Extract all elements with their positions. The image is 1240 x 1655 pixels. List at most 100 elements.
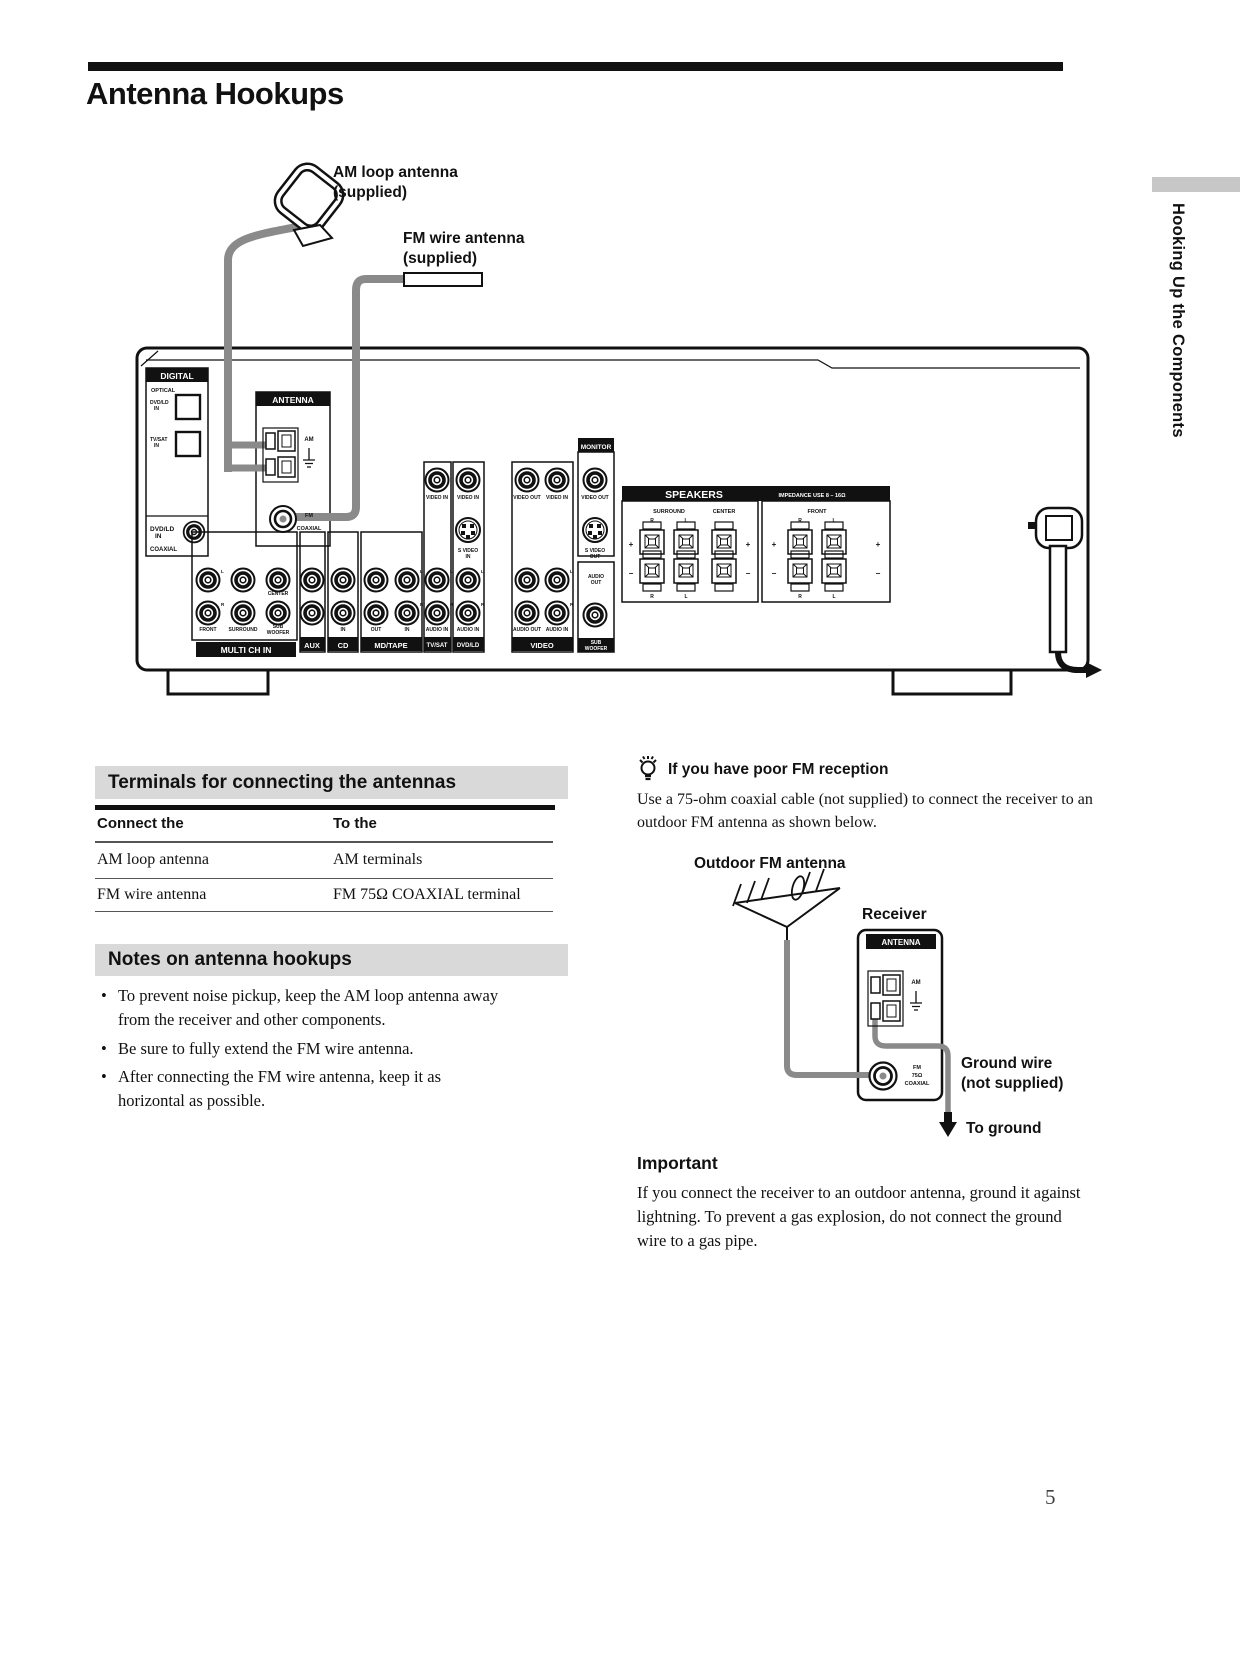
fm-cable xyxy=(290,275,404,521)
svg-text:CENTER: CENTER xyxy=(713,509,736,515)
svg-text:CD: CD xyxy=(338,641,349,650)
am-loop-antenna-label: AM loop antenna (supplied) xyxy=(333,164,458,201)
svg-text:−: − xyxy=(746,569,751,578)
svg-text:+: + xyxy=(746,540,751,549)
tip-header: If you have poor FM reception xyxy=(636,750,888,782)
bullet-icon: • xyxy=(101,986,107,1005)
svg-text:L: L xyxy=(450,569,453,574)
svg-text:IN: IN xyxy=(154,406,159,412)
svg-text:−: − xyxy=(772,569,777,578)
svg-text:R: R xyxy=(798,518,802,524)
outdoor-antenna-icon xyxy=(732,868,841,942)
svg-text:AUDIO IN: AUDIO IN xyxy=(457,627,480,633)
svg-text:R: R xyxy=(221,602,225,607)
outdoor-antenna-cable xyxy=(784,940,874,1078)
svg-text:VIDEO: VIDEO xyxy=(530,641,554,650)
svg-text:DVD/LD: DVD/LD xyxy=(457,643,480,649)
svg-text:L: L xyxy=(221,569,224,574)
svg-text:IN: IN xyxy=(466,554,471,560)
svg-text:−: − xyxy=(876,569,881,578)
svg-text:IN: IN xyxy=(405,627,410,633)
notes-section-title: Notes on antenna hookups xyxy=(108,949,352,970)
tip-title: If you have poor FM reception xyxy=(668,761,889,778)
important-title: Important xyxy=(637,1153,718,1173)
svg-text:ANTENNA: ANTENNA xyxy=(881,938,920,947)
svg-text:COAXIAL: COAXIAL xyxy=(297,526,322,532)
digital-label: DIGITAL xyxy=(160,371,193,381)
list-item: •To prevent noise pickup, keep the AM lo… xyxy=(101,984,513,1033)
svg-text:MD/TAPE: MD/TAPE xyxy=(374,641,407,650)
fm-wire-antenna-label: FM wire antenna (supplied) xyxy=(403,230,525,267)
svg-text:L: L xyxy=(420,569,423,574)
svg-text:R: R xyxy=(481,602,485,607)
table-row-connect: FM wire antenna xyxy=(97,886,207,903)
svg-text:−: − xyxy=(629,569,634,578)
optical-tvsat-jack xyxy=(174,430,202,458)
table-header-connect: Connect the xyxy=(97,815,184,832)
chapter-tab-bar xyxy=(1152,177,1240,192)
svg-text:S VIDEO: S VIDEO xyxy=(585,548,605,554)
svg-text:R: R xyxy=(650,594,654,600)
page-number: 5 xyxy=(1045,1485,1056,1509)
svg-text:VIDEO IN: VIDEO IN xyxy=(546,495,568,501)
am-cable xyxy=(224,222,303,472)
svg-text:FM: FM xyxy=(913,1065,921,1071)
svg-text:DVD/LD: DVD/LD xyxy=(150,526,175,533)
svg-text:+: + xyxy=(629,540,634,549)
terminals-section-header: Terminals for connecting the antennas xyxy=(95,766,568,799)
s-video-out-jack xyxy=(582,517,608,543)
bullet-icon: • xyxy=(101,1038,107,1058)
optical-dvdld-jack xyxy=(174,393,202,421)
speakers-label: SPEAKERS xyxy=(665,489,723,501)
receiver-label: Receiver xyxy=(862,906,927,923)
svg-text:SURROUND: SURROUND xyxy=(653,509,685,515)
svg-text:COAXIAL: COAXIAL xyxy=(905,1081,930,1087)
svg-text:AUDIO: AUDIO xyxy=(588,574,604,580)
svg-text:S VIDEO: S VIDEO xyxy=(458,548,478,554)
receiver-feet xyxy=(166,668,1013,696)
svg-text:AUDIO IN: AUDIO IN xyxy=(546,627,569,633)
svg-text:L: L xyxy=(832,594,835,600)
mini-receiver: ANTENNA AM FM 75Ω COAXIAL xyxy=(784,928,951,1112)
svg-text:OUT: OUT xyxy=(371,627,382,633)
am-terminal-block: AM xyxy=(262,427,316,483)
ground-wire-label: Ground wire (not supplied) xyxy=(961,1055,1064,1092)
svg-text:R: R xyxy=(798,594,802,600)
svg-text:CENTER: CENTER xyxy=(268,591,289,597)
svg-text:R: R xyxy=(420,602,424,607)
svg-text:R: R xyxy=(650,518,654,524)
terminals-section-title: Terminals for connecting the antennas xyxy=(108,771,457,793)
optical-label: OPTICAL xyxy=(151,388,176,394)
svg-text:SURROUND: SURROUND xyxy=(229,627,258,633)
svg-text:AUX: AUX xyxy=(304,641,320,650)
notes-list: •To prevent noise pickup, keep the AM lo… xyxy=(101,984,513,1117)
table-rule xyxy=(95,911,553,912)
power-cord xyxy=(1028,506,1102,678)
notes-section-header: Notes on antenna hookups xyxy=(95,944,568,976)
table-header-to: To the xyxy=(333,815,377,832)
svg-text:FM: FM xyxy=(305,513,313,519)
svg-text:R: R xyxy=(570,602,574,607)
am-loop-antenna-icon xyxy=(273,162,345,248)
svg-text:IN: IN xyxy=(155,533,162,540)
svg-text:FRONT: FRONT xyxy=(808,509,828,515)
svg-text:IN: IN xyxy=(154,443,159,449)
monitor-label: MONITOR xyxy=(581,444,612,451)
svg-text:L: L xyxy=(570,569,573,574)
cord-arrow-icon xyxy=(1086,662,1102,678)
s-video-in-jack xyxy=(455,517,481,543)
svg-text:VIDEO OUT: VIDEO OUT xyxy=(513,495,541,501)
svg-text:AM: AM xyxy=(911,980,920,986)
svg-text:COAXIAL: COAXIAL xyxy=(150,547,177,553)
svg-text:L: L xyxy=(481,569,484,574)
svg-text:DVD/LD: DVD/LD xyxy=(150,400,169,406)
svg-text:SUB: SUB xyxy=(273,624,284,630)
input-jack-groups: MONITOR VIDEO IN VIDEO IN VIDEO OUT VIDE… xyxy=(191,438,615,657)
ground-wire xyxy=(872,1018,951,1112)
svg-text:L: L xyxy=(684,594,687,600)
fm-wire-antenna-icon xyxy=(403,272,483,287)
svg-text:L: L xyxy=(832,518,835,524)
svg-text:L: L xyxy=(684,518,687,524)
table-rule xyxy=(95,841,553,843)
